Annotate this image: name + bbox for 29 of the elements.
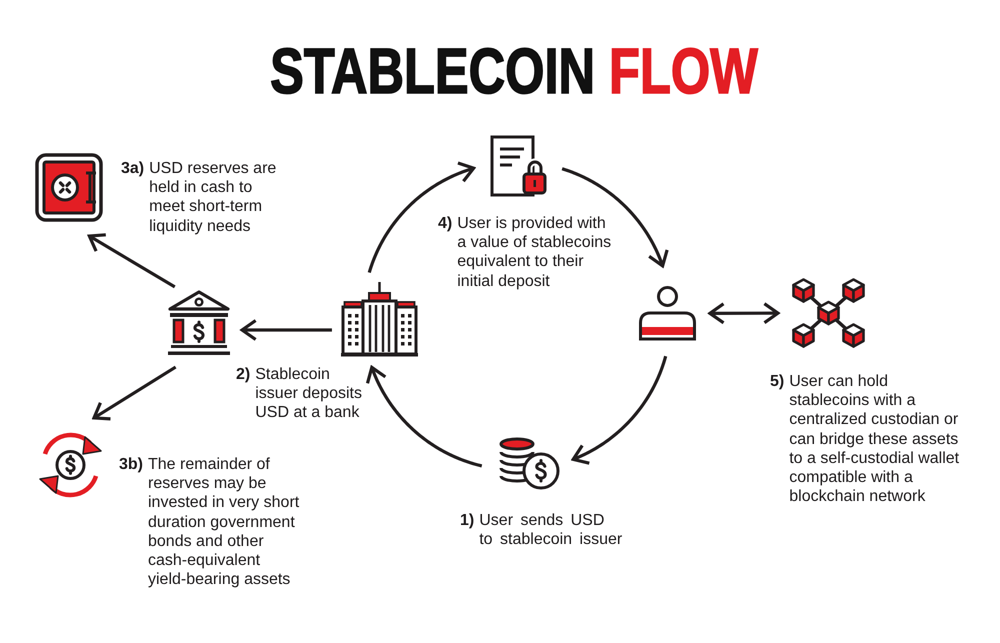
double-headed-arrow xyxy=(708,302,780,324)
arrow xyxy=(240,318,332,342)
curved-arrow xyxy=(366,366,482,468)
linked-cubes-icon xyxy=(792,278,865,348)
curved-arrow xyxy=(368,161,476,273)
person-icon xyxy=(638,286,697,341)
document-padlock-icon xyxy=(490,135,547,197)
step-description: USD reserves are held in cash to meet short-term liquidity needs xyxy=(149,159,278,236)
curved-arrow xyxy=(572,356,668,465)
title: STABLECOIN FLOW xyxy=(270,39,758,103)
step-number: 2) xyxy=(236,365,250,384)
dollar-cycle-icon xyxy=(38,430,103,500)
step-description: The remainder of reserves may be invested in very short duration government bonds and other cash-equivalent yield-bearing assets xyxy=(148,455,300,590)
step-number: 4) xyxy=(438,214,452,234)
arrow xyxy=(92,366,176,420)
coin-stack-icon xyxy=(497,437,560,490)
arrow xyxy=(88,233,176,288)
step-number: 1) xyxy=(460,511,474,530)
step-number: 3b) xyxy=(119,455,143,474)
step-description: User is provided with a value of stablecoins equivalent to their initial deposit xyxy=(457,214,612,291)
curved-arrow xyxy=(562,167,669,268)
step-description: User can hold stablecoins with a centralized custodian or can bridge these assets to a self-custodial wallet compatible with a blockchain network xyxy=(789,372,960,506)
bank-icon xyxy=(165,289,233,357)
safe-icon xyxy=(35,153,103,222)
step-number: 3a) xyxy=(121,159,144,178)
step-number: 5) xyxy=(770,372,784,392)
step-description: User sends USD to stablecoin issuer xyxy=(479,511,624,550)
office-building-icon xyxy=(341,282,418,357)
step-description: Stablecoin issuer deposits USD at a bank xyxy=(255,365,363,423)
